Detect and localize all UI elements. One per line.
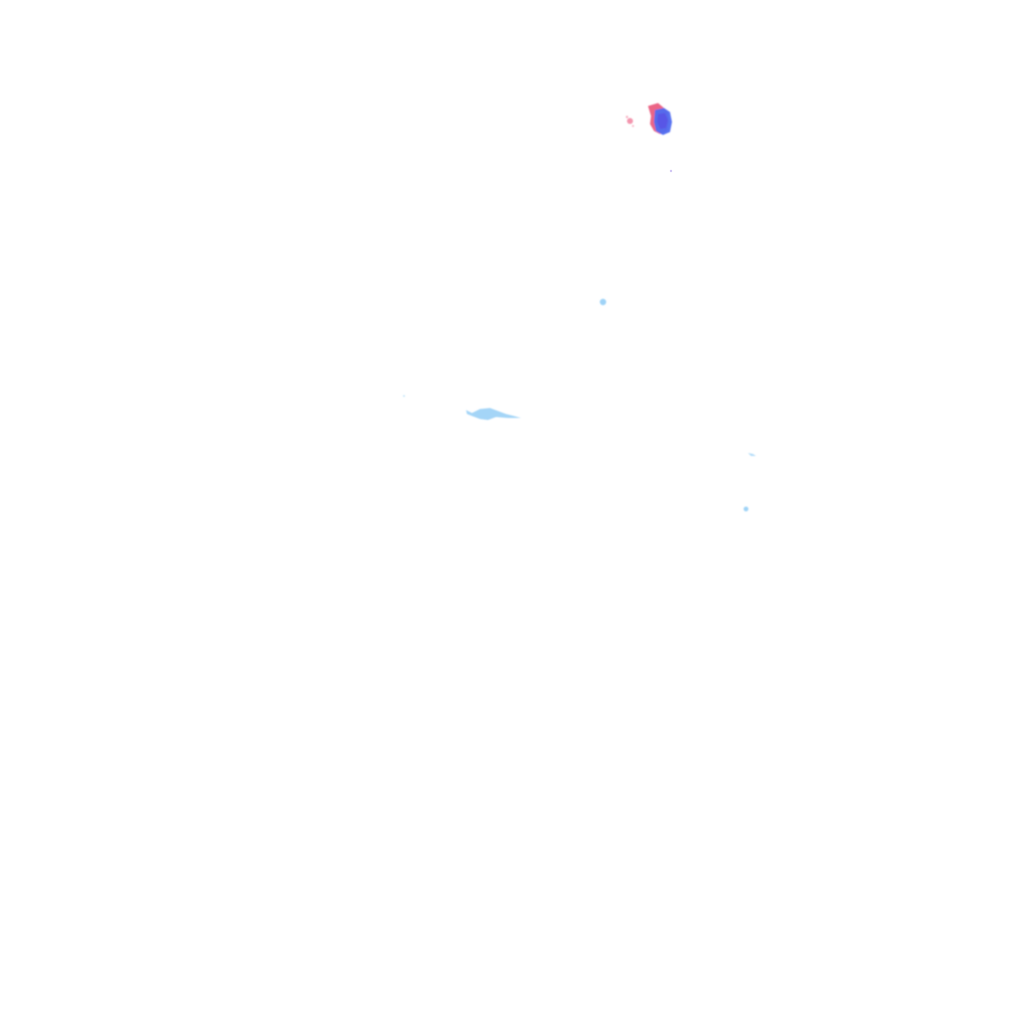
echo-dot-small: [599, 298, 607, 306]
echo-dot-southeast: [743, 506, 749, 512]
echo-band-light: [403, 395, 521, 420]
echo-speck-east: [748, 453, 756, 456]
echo-trace: [669, 169, 673, 173]
echo-speck-pink: [625, 115, 634, 127]
echo-cell-strong: [648, 103, 672, 135]
